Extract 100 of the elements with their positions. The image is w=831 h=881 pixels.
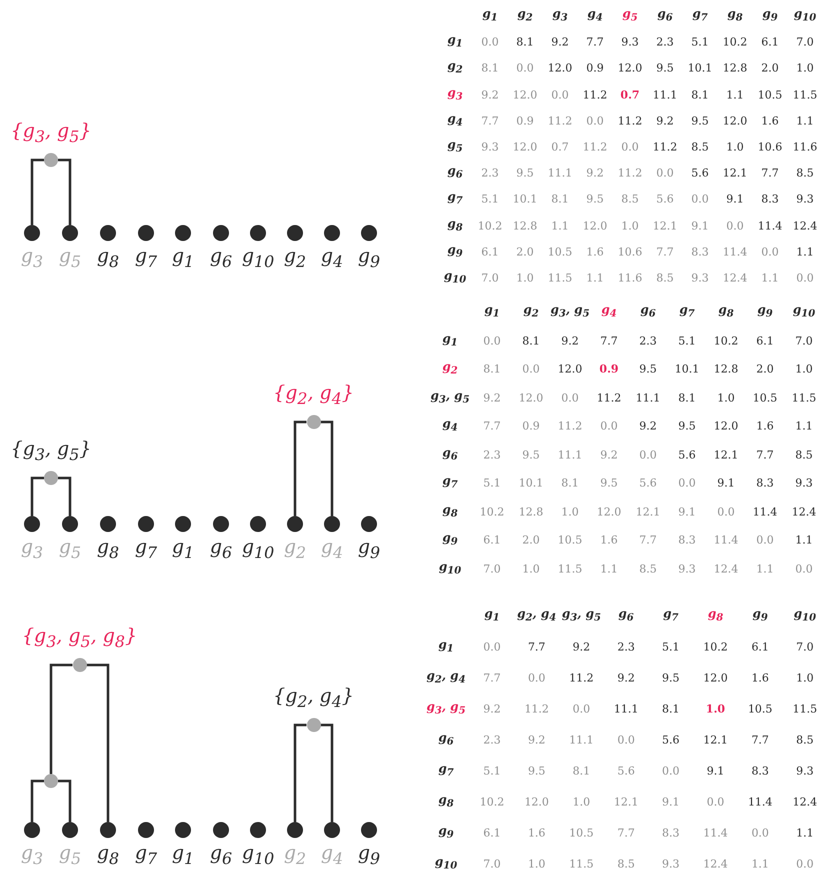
table-cell: 8.5: [656, 272, 674, 284]
table-cell: 10.5: [558, 534, 582, 546]
merge-dot: [306, 718, 320, 732]
table-cell: 1.0: [621, 219, 639, 232]
table-cell: 9.3: [662, 858, 680, 870]
table-cell: 1.0: [561, 505, 579, 518]
table-cell: 11.2: [548, 114, 572, 128]
table-cell: 9.5: [639, 362, 657, 376]
table-cell: 0.0: [756, 534, 774, 546]
table-cell: 2.0: [761, 62, 779, 75]
table-cell: 8.5: [621, 192, 639, 206]
table-cell: 11.1: [569, 734, 594, 746]
merge-dot: [306, 415, 320, 429]
table-cell: 7.7: [483, 420, 501, 432]
column-header: g$_{2}$: [523, 303, 539, 321]
leaf-label: g$_{4}$: [320, 536, 344, 564]
table-cell: 1.0: [516, 272, 534, 284]
table-cell: 12.8: [722, 62, 748, 75]
cluster-label: {g$_{2}$, g$_{4}$}: [273, 382, 354, 410]
table-cell: 8.3: [691, 245, 709, 258]
table-cell: 5.6: [691, 166, 709, 180]
table-cell: 0.0: [561, 391, 579, 404]
table-cell: 12.4: [722, 272, 748, 284]
table-cell: 0.0: [617, 734, 635, 746]
table-cell: 12.0: [512, 140, 538, 154]
leaf-dot: [62, 516, 78, 532]
leaf-label: g$_{8}$: [96, 245, 120, 273]
cluster-label: {g$_{3}$, g$_{5}$}: [10, 438, 92, 466]
row-header: g$_{10}$: [434, 855, 458, 873]
column-header: g$_{6}$: [640, 303, 656, 321]
table-cell: 11.2: [582, 140, 608, 154]
table-cell: 12.4: [792, 219, 818, 232]
table-cell: 6.1: [751, 640, 769, 654]
table-cell: 11.2: [524, 702, 549, 716]
table-cell: 11.2: [569, 672, 594, 684]
table-cell: 11.1: [614, 702, 638, 716]
table-cell: 8.1: [481, 62, 499, 75]
leaf-label: g$_{5}$: [58, 536, 82, 564]
table-cell: 9.1: [678, 505, 696, 518]
leaf-label: g$_{5}$: [58, 245, 82, 273]
leaf-dot: [100, 822, 116, 838]
table-cell: 5.1: [678, 334, 696, 347]
table-cell: 11.2: [596, 391, 622, 404]
table-cell: 9.2: [600, 448, 618, 461]
leaf-dot: [250, 822, 266, 838]
table-cell: 9.5: [522, 448, 540, 461]
row-header: g$_{7}$: [447, 190, 463, 208]
table-cell: 9.2: [586, 166, 604, 180]
merge-dot: [44, 153, 58, 167]
leaf-label: g$_{1}$: [172, 842, 194, 870]
table-cell: 9.1: [691, 219, 709, 232]
table-cell: 11.2: [582, 88, 608, 102]
table-cell: 1.0: [522, 562, 540, 575]
row-header: g$_{3}$: [447, 86, 463, 104]
row-header: g$_{1}$: [442, 332, 458, 350]
table-cell: 2.3: [617, 640, 635, 654]
table-cell: 12.1: [652, 219, 678, 232]
table-cell: 9.2: [639, 420, 657, 432]
table-cell: 11.4: [714, 534, 738, 546]
leaf-dot: [62, 822, 78, 838]
table-cell: 7.7: [761, 166, 779, 180]
table-cell: 7.7: [656, 245, 674, 258]
table-cell: 9.5: [586, 192, 604, 206]
table-cell: 9.3: [691, 272, 709, 284]
table-cell: 6.1: [756, 334, 774, 347]
column-header: g$_{8}$: [718, 303, 734, 321]
table-cell: 6.1: [761, 36, 779, 49]
table-cell: 11.4: [758, 219, 782, 232]
table-cell: 2.3: [483, 734, 501, 746]
table-cell: 0.9: [586, 62, 604, 75]
row-header: g$_{8}$: [447, 216, 463, 234]
table-cell: 11.4: [703, 826, 728, 840]
column-header: g$_{3}$, g$_{5}$: [562, 607, 601, 625]
table-cell: 12.8: [714, 362, 738, 376]
dendrogram-branch: [58, 476, 72, 516]
dendrogram-branch: [294, 420, 306, 516]
row-header: g$_{2}$, g$_{4}$: [426, 669, 466, 687]
table-cell: 9.5: [662, 672, 680, 684]
table-cell: 7.0: [796, 36, 814, 49]
table-cell: 12.0: [703, 672, 728, 684]
column-header: g$_{1}$: [482, 7, 498, 25]
leaf-dot: [324, 225, 340, 241]
table-cell: 8.1: [516, 36, 534, 49]
leaf-dot: [100, 225, 116, 241]
table-cell: 10.2: [478, 219, 502, 232]
table-cell: 2.0: [516, 245, 534, 258]
table-cell: 12.1: [714, 448, 738, 461]
leaf-label: g$_{3}$: [20, 245, 44, 273]
table-cell: 9.2: [551, 36, 569, 49]
column-header: g$_{3}$: [552, 7, 568, 25]
leaf-label: g$_{10}$: [242, 842, 274, 870]
table-cell: 10.2: [722, 36, 748, 49]
table-cell: 9.2: [656, 114, 674, 128]
table-cell: 8.5: [796, 166, 814, 180]
row-header: g$_{10}$: [438, 560, 462, 578]
table-cell: 7.7: [481, 114, 499, 128]
table-cell: 8.3: [751, 764, 769, 778]
column-header: g$_{2}$: [517, 7, 533, 25]
table-cell: 7.0: [796, 640, 814, 654]
column-header: g$_{1}$: [484, 607, 500, 625]
